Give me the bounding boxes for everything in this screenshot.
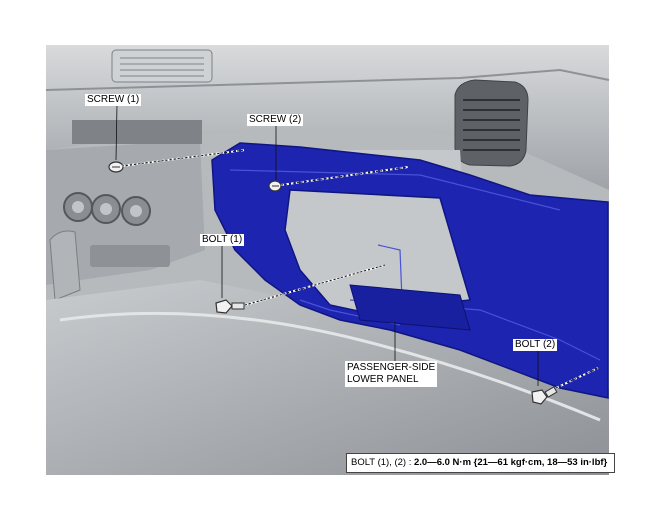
center-vent <box>111 49 213 83</box>
bolt-2-icon <box>531 386 558 405</box>
torque-spec-parts: BOLT (1), (2) : <box>351 457 414 468</box>
leader-lines <box>92 103 539 386</box>
gear-shifter <box>49 230 81 301</box>
bolt-1-icon <box>215 299 245 314</box>
label-panel-line-2: LOWER PANEL <box>347 374 419 385</box>
label-screw-2: SCREW (2) <box>247 114 304 126</box>
label-bolt-2: BOLT (2) <box>513 339 558 351</box>
torque-spec-box: BOLT (1), (2) : 2.0—6.0 N·m {21—61 kgf·c… <box>346 453 615 473</box>
label-passenger-lower-panel: PASSENGER-SIDE LOWER PANEL <box>345 361 438 387</box>
torque-spec-value: 2.0—6.0 N·m {21—61 kgf·cm, 18—53 in·lbf} <box>414 457 608 468</box>
label-panel-line-1: PASSENGER-SIDE <box>347 362 436 373</box>
screw-1-icon <box>108 161 124 173</box>
climate-knobs <box>63 192 151 226</box>
screw-2-icon <box>268 180 282 192</box>
side-air-vent <box>454 79 529 167</box>
label-bolt-1: BOLT (1) <box>200 234 245 246</box>
label-screw-1: SCREW (1) <box>85 94 142 106</box>
lower-console <box>46 280 609 475</box>
